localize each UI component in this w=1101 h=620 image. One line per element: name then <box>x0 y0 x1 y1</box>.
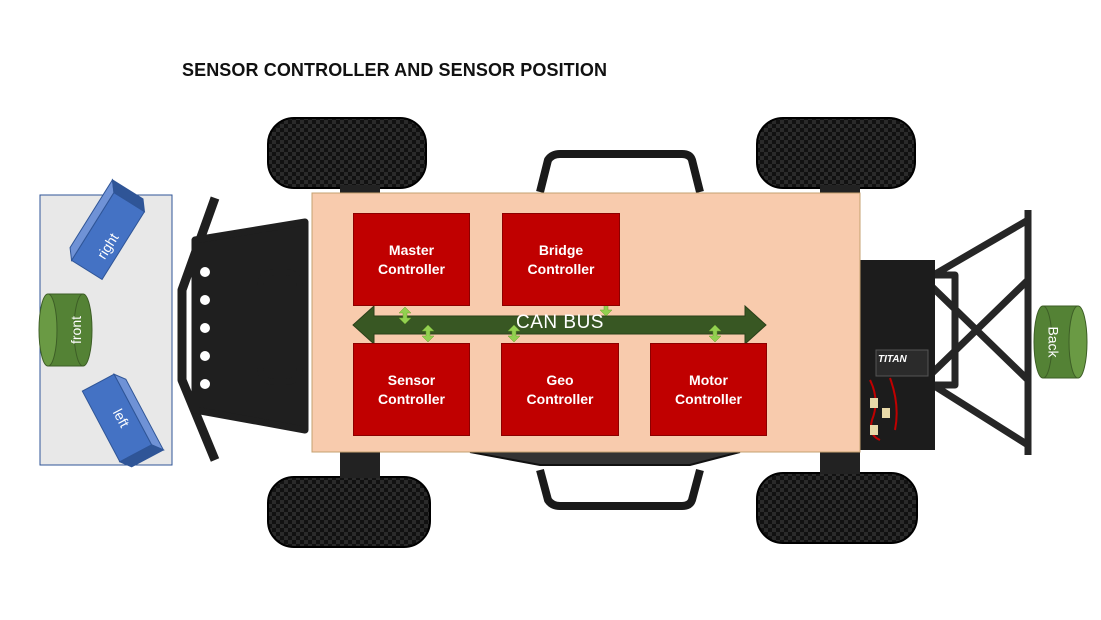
rear-bumper-icon <box>921 210 1032 455</box>
motor-controller-line2: Controller <box>675 390 742 407</box>
front-bumper-icon <box>177 196 309 462</box>
master-controller-line1: Master <box>388 241 435 258</box>
front-sensor-icon <box>38 293 93 367</box>
sensor-controller-line2: Controller <box>378 390 445 407</box>
tire-front-right-icon <box>267 476 431 548</box>
geo-controller-line1: Geo <box>546 371 574 388</box>
geo-connector-icon <box>507 324 521 343</box>
can-bus-label: CAN BUS <box>516 312 604 333</box>
top-handle-icon <box>536 150 704 193</box>
bottom-handle-icon <box>536 468 704 510</box>
diagram-title: SENSOR CONTROLLER AND SENSOR POSITION <box>182 60 608 80</box>
geo-controller-line2: Controller <box>526 390 594 407</box>
tire-rear-left-icon <box>756 117 916 189</box>
bridge-controller-line2: Controller <box>527 260 595 277</box>
motor-controller-line1: Motor <box>689 371 728 388</box>
back-sensor-label: Back <box>1045 326 1062 358</box>
front-sensor-label: front <box>68 315 85 345</box>
motor-connector-icon <box>708 324 722 343</box>
bridge-controller-line1: Bridge <box>538 241 584 258</box>
back-sensor-icon <box>1033 305 1088 379</box>
tire-rear-right-icon <box>756 472 918 544</box>
tire-front-left-icon <box>267 117 427 189</box>
master-controller-line2: Controller <box>378 260 445 277</box>
right-sensor-icon <box>69 178 146 281</box>
sensor-controller-line1: Sensor <box>387 371 436 388</box>
master-connector-icon <box>398 306 412 325</box>
motor-badge: TITAN <box>878 354 907 365</box>
left-sensor-icon <box>81 373 165 468</box>
can-bus-arrow <box>352 304 767 346</box>
sensor-connector-icon <box>421 324 435 343</box>
